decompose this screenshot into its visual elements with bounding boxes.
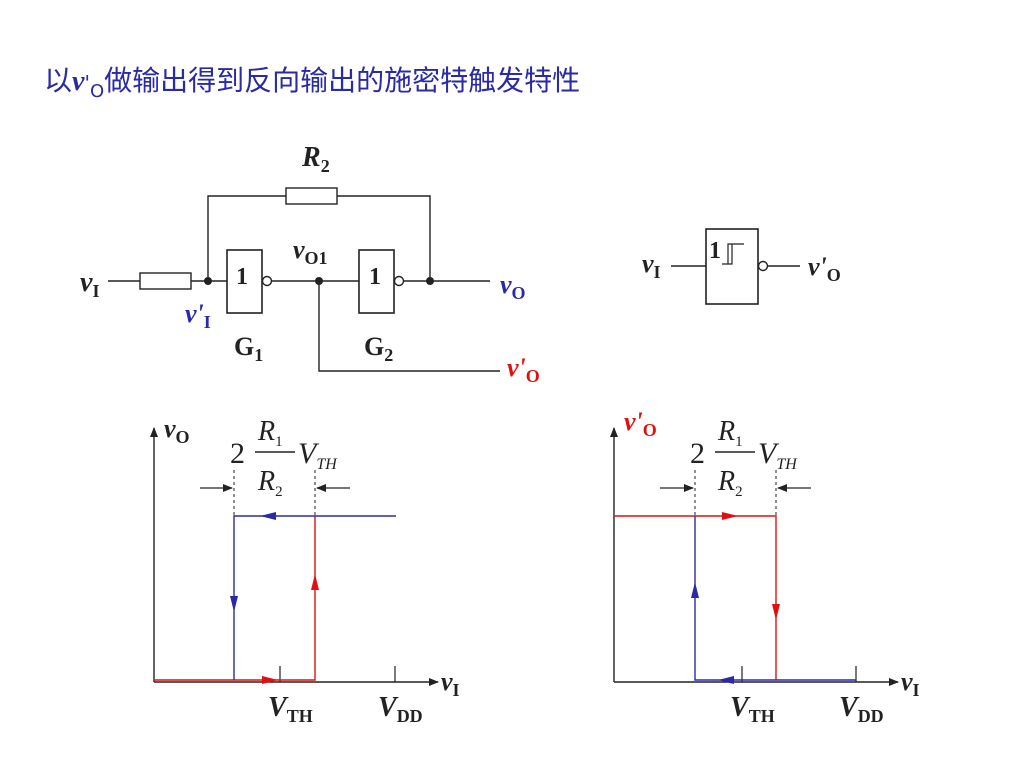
right-x-label: vI xyxy=(901,667,920,700)
gate-g1-bubble xyxy=(261,275,273,287)
schmitt-symbol: vI 1 v'O xyxy=(642,228,841,305)
right-num: R1 xyxy=(717,416,743,450)
left-red-curve xyxy=(154,516,316,681)
right-den: R2 xyxy=(717,466,743,500)
left-vth-term: VTH xyxy=(298,437,338,473)
gate-g2-text: 1 xyxy=(369,264,381,290)
left-red-arrow-right xyxy=(262,676,278,684)
right-red-arrow-down xyxy=(772,604,780,620)
node-vi-prime xyxy=(204,277,212,285)
left-x-label: vI xyxy=(441,667,460,700)
r2-resistor xyxy=(285,187,338,205)
right-red-arrow-right xyxy=(722,512,738,520)
symbol-bubble xyxy=(757,260,769,272)
r2-label: R2 xyxy=(301,142,330,176)
right-tick-vdd-label: VDD xyxy=(839,692,884,726)
right-blue-curve xyxy=(694,516,856,681)
node-vo xyxy=(426,277,434,285)
left-num: R1 xyxy=(257,416,283,450)
left-blue-arrow-left xyxy=(260,512,276,520)
graph-right: v'O vI 2 R1 R2 VTH VTH VDD xyxy=(610,407,920,726)
left-blue-curve xyxy=(233,515,396,680)
right-tick-vth-label: VTH xyxy=(730,692,775,726)
feedback-wire xyxy=(207,195,431,281)
gate-g2-bubble xyxy=(393,275,405,287)
slide-title: 以v'O做输出得到反向输出的施密特触发特性 xyxy=(44,64,580,102)
left-blue-arrow-down xyxy=(230,596,238,612)
right-coef: 2 xyxy=(690,437,705,470)
left-red-arrow-up xyxy=(311,574,319,590)
left-tick-vth-label: VTH xyxy=(268,692,313,726)
r1-resistor xyxy=(139,272,192,290)
gate-g1-text: 1 xyxy=(236,264,248,290)
left-tick-vdd-label: VDD xyxy=(378,692,423,726)
symbol-gate xyxy=(705,228,759,305)
vprime-o-label: v'O xyxy=(507,353,540,386)
vo1-label: vO1 xyxy=(293,235,328,268)
left-den: R2 xyxy=(257,466,283,500)
symbol-in-label: vI xyxy=(642,249,661,282)
vprime-o-wire xyxy=(318,281,500,372)
left-coef: 2 xyxy=(230,437,245,470)
right-vth-term: VTH xyxy=(758,437,798,473)
right-blue-arrow-left xyxy=(718,676,734,684)
vi-label: vI xyxy=(80,267,99,301)
hysteresis-icon xyxy=(722,243,744,265)
vprime-i-label: v'I xyxy=(185,299,211,332)
graph-left: vO vI 2 R1 R2 VTH VTH VDD xyxy=(150,414,460,726)
gate-g2 xyxy=(358,249,395,314)
symbol-gate-text: 1 xyxy=(709,238,721,264)
gate-g1 xyxy=(226,249,263,314)
g2-label: G2 xyxy=(364,332,393,365)
g1-label: G1 xyxy=(234,332,263,365)
vo-label: vO xyxy=(500,270,526,303)
right-blue-arrow-up xyxy=(691,582,699,598)
schmitt-circuit: R2 vI v'I 1 G1 vO1 v'O 1 G2 vO xyxy=(80,142,540,386)
right-y-label: v'O xyxy=(624,407,657,440)
symbol-out-label: v'O xyxy=(808,252,841,285)
left-y-label: vO xyxy=(164,414,190,447)
right-red-curve xyxy=(614,515,777,680)
